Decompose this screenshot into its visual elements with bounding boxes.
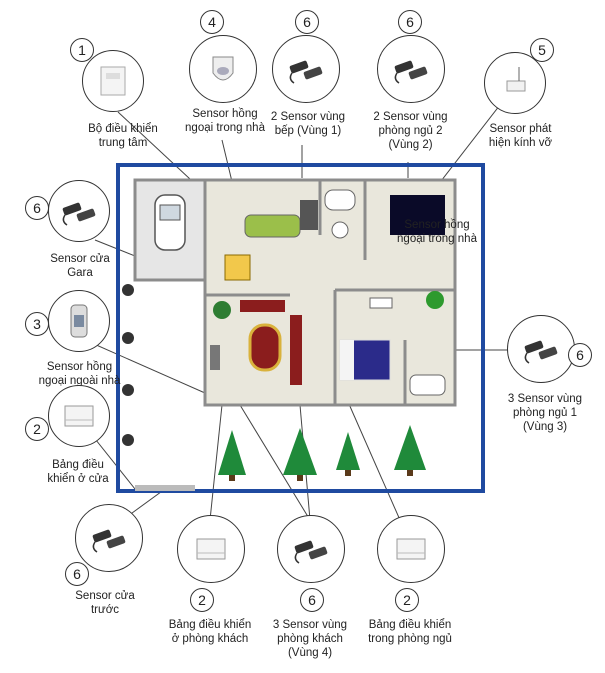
device-number-badge: 1	[70, 38, 94, 62]
trees	[218, 425, 426, 481]
device-label: Sensor hồng ngoại trong nhà	[185, 108, 265, 134]
house-interior	[133, 178, 457, 407]
device-bedroom1	[507, 315, 575, 383]
outdoor-pir-sensor-icon	[59, 301, 99, 346]
device-label: 3 Sensor vùng phòng khách (Vùng 4)	[272, 619, 348, 659]
device-number-badge: 6	[25, 196, 49, 220]
device-label: Bảng điều khiển ở phòng khách	[168, 619, 252, 645]
device-number-badge: 2	[190, 588, 214, 612]
device-number-badge: 2	[25, 417, 49, 441]
control-panel-icon	[93, 61, 133, 106]
pir-motion-sensor-icon	[203, 49, 243, 94]
device-label: Sensor hồng ngoại ngoài nhà	[38, 361, 121, 387]
device-number-badge: 3	[25, 312, 49, 336]
outdoor-sensors	[122, 284, 134, 446]
door-magnet-sensor-icon	[521, 329, 561, 374]
floorplan-overlay-label: Sensor hồng ngoại trong nhà	[397, 219, 477, 245]
device-number-badge: 4	[200, 10, 224, 34]
device-label: Bộ điều khiển trung tâm	[88, 123, 158, 149]
door-magnet-sensor-icon	[89, 518, 129, 563]
device-number-badge: 6	[300, 588, 324, 612]
device-keypad-bedroom	[377, 515, 445, 583]
device-keypad-door	[48, 385, 110, 447]
device-label: Sensor cửa Gara	[50, 253, 110, 279]
glass-break-sensor-icon	[495, 63, 535, 108]
device-pir-indoor	[189, 35, 257, 103]
device-glass	[484, 52, 546, 114]
device-number-badge: 6	[65, 562, 89, 586]
device-bedroom2	[377, 35, 445, 103]
device-keypad-living	[177, 515, 245, 583]
device-label: 2 Sensor vùng phòng ngủ 2 (Vùng 2)	[373, 111, 448, 151]
device-label: 3 Sensor vùng phòng ngủ 1 (Vùng 3)	[507, 393, 583, 433]
device-number-badge: 6	[398, 10, 422, 34]
device-living	[277, 515, 345, 583]
device-number-badge: 2	[395, 588, 419, 612]
door-magnet-sensor-icon	[286, 49, 326, 94]
device-control	[82, 50, 144, 112]
device-number-badge: 6	[295, 10, 319, 34]
keypad-icon	[191, 529, 231, 574]
device-garage	[48, 180, 110, 242]
device-number-badge: 5	[530, 38, 554, 62]
device-label: 2 Sensor vùng bếp (Vùng 1)	[270, 111, 346, 137]
device-label: Bảng điều khiển trong phòng ngủ	[368, 619, 452, 645]
door-magnet-sensor-icon	[291, 529, 331, 574]
device-front-door	[75, 504, 143, 572]
keypad-icon	[59, 396, 99, 441]
device-pir-outdoor	[48, 290, 110, 352]
device-kitchen	[272, 35, 340, 103]
device-label: Bảng điều khiển ở cửa	[47, 459, 109, 485]
property-boundary	[116, 163, 485, 493]
keypad-icon	[391, 529, 431, 574]
device-label: Sensor phát hiện kính vỡ	[488, 123, 553, 149]
device-label: Sensor cửa trước	[75, 590, 135, 616]
device-number-badge: 6	[568, 343, 592, 367]
door-magnet-sensor-icon	[59, 191, 99, 236]
door-magnet-sensor-icon	[391, 49, 431, 94]
